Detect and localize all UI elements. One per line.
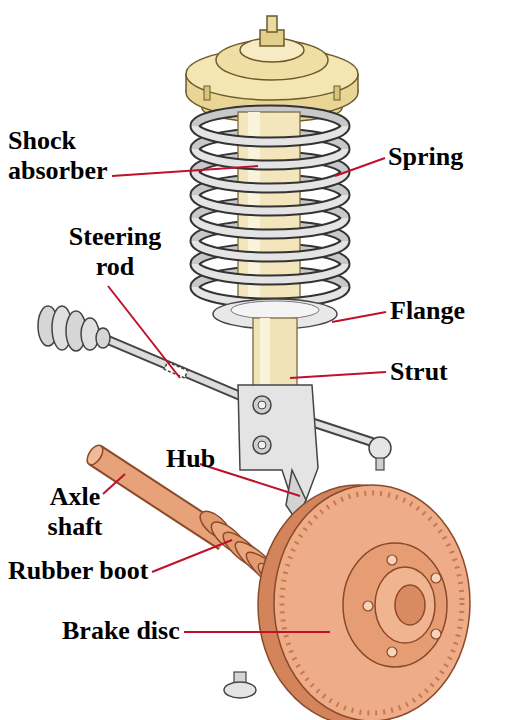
- part-label: Hub: [166, 444, 215, 474]
- leader-line: [112, 166, 258, 176]
- wheel-stud: [363, 601, 373, 611]
- steering-rod-group: [38, 306, 245, 398]
- disc-vents: [282, 493, 462, 713]
- wheel-stud: [387, 647, 397, 657]
- part-label: Steering rod: [55, 222, 175, 282]
- lower-ball-joint: [224, 682, 256, 698]
- leader-line: [335, 158, 385, 176]
- mount-bolt: [204, 86, 210, 100]
- part-label: Flange: [390, 296, 465, 326]
- hub-center: [395, 585, 425, 625]
- spring-coil-front: [195, 126, 345, 303]
- knuckle-group: [238, 385, 318, 520]
- part-label: Strut: [390, 357, 448, 387]
- steering-rod: [108, 340, 245, 398]
- part-label: Axle shaft: [30, 482, 120, 542]
- brake-disc-group: [258, 485, 470, 720]
- knuckle-bracket: [238, 385, 318, 500]
- ball-joint: [369, 437, 391, 459]
- leader-line: [103, 474, 125, 494]
- flange-seat: [231, 301, 319, 319]
- wheel-stud: [431, 573, 441, 583]
- knuckle-bolt: [253, 436, 271, 454]
- hub-flange: [375, 567, 435, 643]
- bolt-head: [258, 441, 266, 449]
- rod-adjuster: [164, 362, 187, 378]
- mount-bolt: [334, 86, 340, 100]
- piston-rod-stud: [267, 16, 277, 32]
- knuckle-bolt: [253, 396, 271, 414]
- part-label: Shock absorber: [8, 126, 133, 186]
- wheel-hub: [343, 543, 447, 667]
- leader-line: [332, 312, 386, 322]
- wheel-stud: [431, 629, 441, 639]
- spring-coil-front: [195, 126, 345, 303]
- leader-line: [290, 372, 386, 378]
- leader-line: [152, 540, 232, 572]
- part-label: Spring: [388, 142, 463, 172]
- steering-rod-outline: [108, 340, 245, 398]
- part-label: Rubber boot: [8, 556, 148, 586]
- wheel-stud: [387, 555, 397, 565]
- ball-stud: [376, 458, 384, 470]
- bolt-head: [258, 401, 266, 409]
- leader-line: [108, 286, 180, 378]
- axle-shaft-end: [84, 443, 106, 468]
- part-label: Brake disc: [62, 616, 180, 646]
- leader-line: [184, 631, 330, 633]
- steering-boot: [96, 328, 110, 348]
- brake-disc: [274, 485, 470, 720]
